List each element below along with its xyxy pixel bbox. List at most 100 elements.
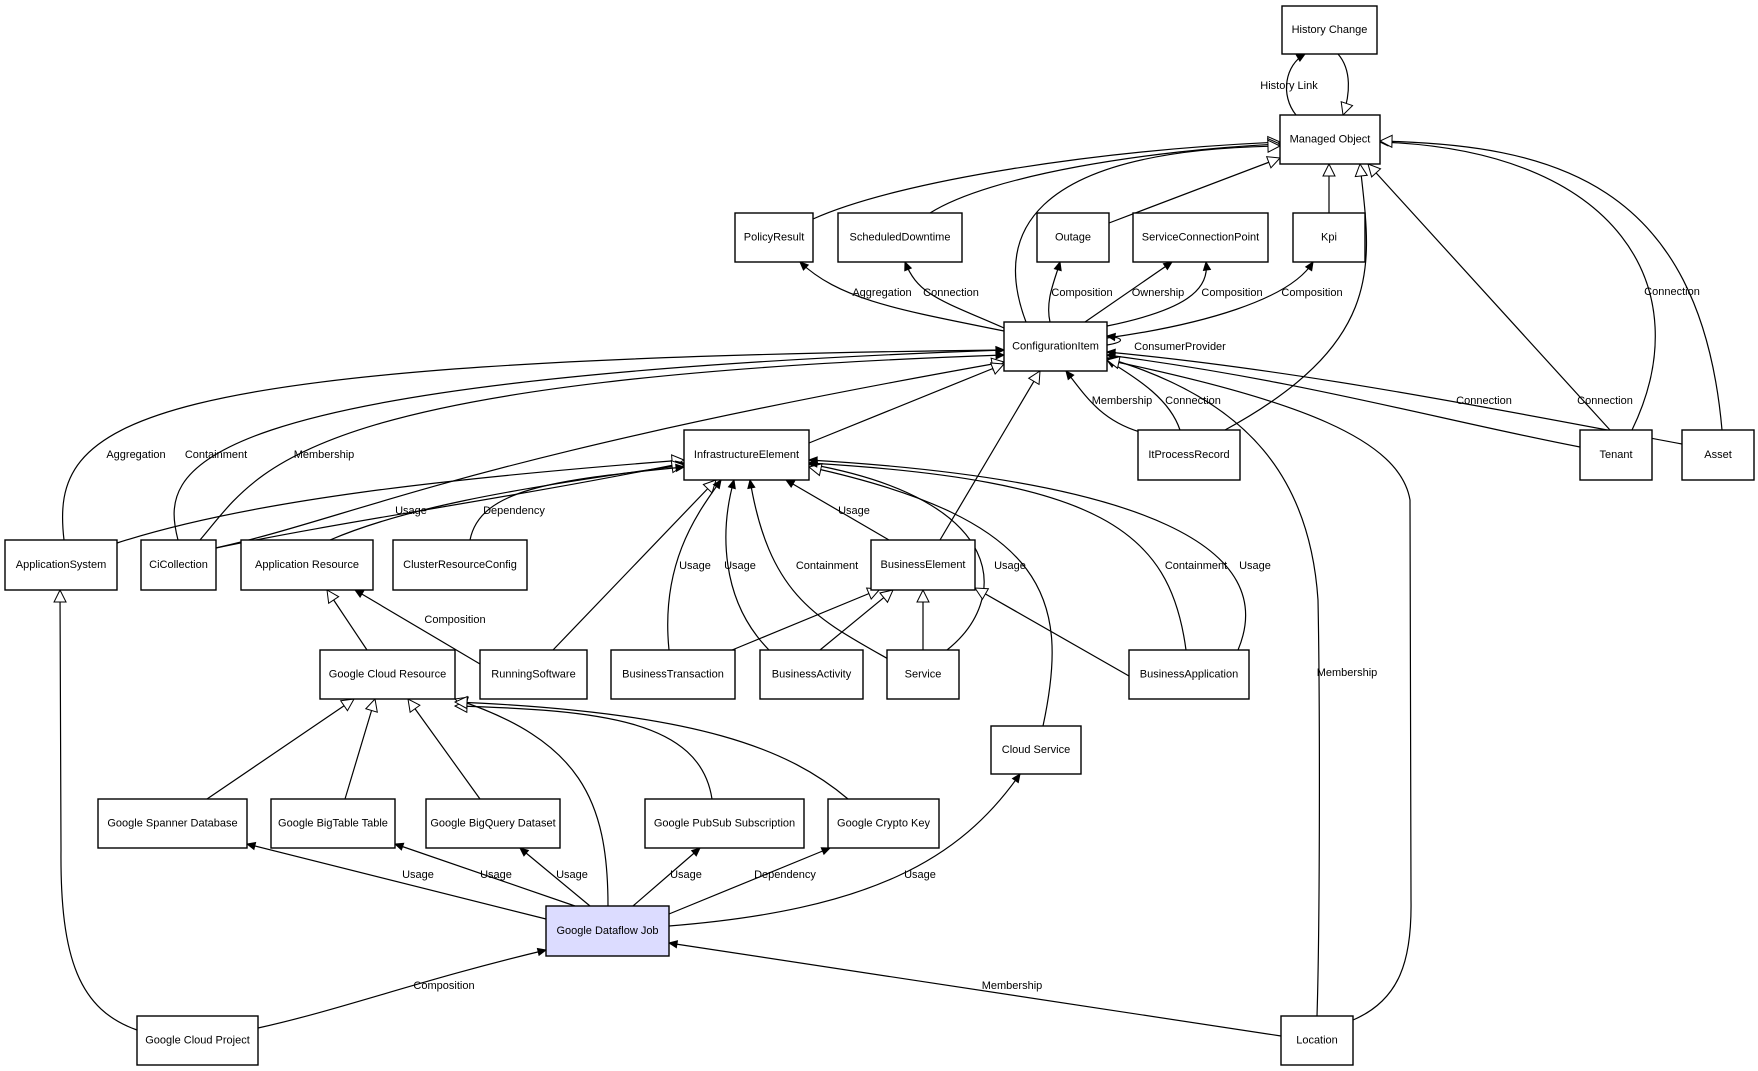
node-running-software[interactable]: RunningSoftware [479, 649, 588, 700]
node-box[interactable] [1137, 429, 1241, 481]
node-history-change[interactable]: History Change [1281, 5, 1378, 55]
node-box[interactable] [97, 798, 248, 849]
node-box[interactable] [425, 798, 561, 849]
association-arrowhead [712, 478, 722, 490]
node-service-connection-point[interactable]: ServiceConnectionPoint [1132, 212, 1269, 263]
node-box[interactable] [140, 539, 217, 591]
association-arrowhead [1162, 261, 1174, 271]
association-arrowhead [995, 346, 1006, 355]
node-box[interactable] [1279, 114, 1381, 165]
edge-line [469, 466, 685, 541]
association-arrowhead [995, 351, 1006, 360]
edge-label: Usage [395, 505, 427, 517]
edge-label: Membership [1317, 667, 1378, 679]
edge-label: Usage [904, 869, 936, 881]
node-google-bigtable-table[interactable]: Google BigTable Table [270, 798, 396, 849]
node-box[interactable] [270, 798, 396, 849]
node-box[interactable] [392, 539, 528, 591]
node-box[interactable] [644, 798, 805, 849]
node-it-process-record[interactable]: ItProcessRecord [1137, 429, 1241, 481]
node-box[interactable] [1681, 429, 1755, 481]
node-box[interactable] [1128, 649, 1250, 700]
edge-label: Connection [1577, 395, 1633, 407]
node-box[interactable] [1036, 212, 1110, 263]
edge-label: Composition [424, 614, 485, 626]
node-location[interactable]: Location [1280, 1015, 1354, 1066]
node-label: ServiceConnectionPoint [1142, 231, 1259, 243]
node-google-cloud-project[interactable]: Google Cloud Project [136, 1015, 259, 1066]
node-box[interactable] [990, 725, 1082, 775]
node-box[interactable] [759, 649, 864, 700]
inheritance-arrowhead [1367, 163, 1382, 178]
edge-google_bigtable_table-to-google_cloud_resource [344, 697, 378, 800]
node-box[interactable] [4, 539, 118, 591]
node-scheduled-downtime[interactable]: ScheduledDowntime [837, 212, 963, 263]
node-box[interactable] [610, 649, 736, 700]
node-google-cloud-resource[interactable]: Google Cloud Resource [319, 649, 456, 700]
node-box[interactable] [837, 212, 963, 263]
node-label: History Change [1292, 24, 1368, 36]
node-box[interactable] [479, 649, 588, 700]
node-label: InfrastructureElement [694, 449, 799, 461]
edge-line [59, 589, 138, 1031]
edge-ci_collection-to-configuration_item: Containment [173, 346, 1006, 541]
node-business-application[interactable]: BusinessApplication [1128, 649, 1250, 700]
node-box[interactable] [827, 798, 940, 849]
node-box[interactable] [1579, 429, 1653, 481]
edge-configuration_item-to-policy_result: Aggregation [799, 261, 1005, 332]
edge-label: Usage [994, 560, 1026, 572]
node-infrastructure-element[interactable]: InfrastructureElement [683, 429, 810, 481]
edge-configuration_item-to-configuration_item: ConsumerProvider [1105, 332, 1226, 353]
edge-scheduled_downtime-to-managed_object [929, 137, 1282, 214]
node-tenant[interactable]: Tenant [1579, 429, 1653, 481]
edge-asset-to-managed_object [1378, 134, 1723, 431]
node-box[interactable] [1292, 212, 1366, 263]
node-box[interactable] [1003, 321, 1108, 372]
edge-google_dataflow_job-to-google_pubsub_subscription: Usage [632, 847, 702, 907]
node-box[interactable] [319, 649, 456, 700]
node-business-element[interactable]: BusinessElement [870, 539, 976, 591]
node-cloud-service[interactable]: Cloud Service [990, 725, 1082, 775]
node-kpi[interactable]: Kpi [1292, 212, 1366, 263]
node-box[interactable] [886, 649, 960, 700]
node-box[interactable] [734, 212, 814, 263]
node-box[interactable] [240, 539, 374, 591]
association-arrowhead [245, 841, 257, 851]
node-policy-result[interactable]: PolicyResult [734, 212, 814, 263]
association-arrowhead [675, 463, 686, 473]
node-label: Google Crypto Key [837, 817, 930, 829]
node-box[interactable] [136, 1015, 259, 1066]
node-box[interactable] [1281, 5, 1378, 55]
node-box[interactable] [683, 429, 810, 481]
node-box[interactable] [870, 539, 976, 591]
node-business-activity[interactable]: BusinessActivity [759, 649, 864, 700]
association-arrowhead [1065, 370, 1075, 381]
edge-line [808, 466, 1053, 727]
edge-kpi-to-managed_object [1322, 162, 1336, 213]
node-managed-object[interactable]: Managed Object [1279, 114, 1381, 165]
node-outage[interactable]: Outage [1036, 212, 1110, 263]
node-configuration-item[interactable]: ConfigurationItem [1003, 321, 1108, 372]
edge-label: Dependency [483, 505, 545, 517]
edge-google_cloud_project-to-application_system [53, 588, 138, 1031]
inheritance-arrowhead [1027, 370, 1041, 386]
node-box[interactable] [1132, 212, 1269, 263]
node-google-pubsub-subscription[interactable]: Google PubSub Subscription [644, 798, 805, 849]
node-cluster-resource-config[interactable]: ClusterResourceConfig [392, 539, 528, 591]
node-google-crypto-key[interactable]: Google Crypto Key [827, 798, 940, 849]
node-box[interactable] [1280, 1015, 1354, 1066]
node-google-spanner-database[interactable]: Google Spanner Database [97, 798, 248, 849]
node-label: Cloud Service [1002, 744, 1070, 756]
node-ci-collection[interactable]: CiCollection [140, 539, 217, 591]
node-service[interactable]: Service [886, 649, 960, 700]
node-google-dataflow-job[interactable]: Google Dataflow Job [545, 905, 670, 957]
inheritance-arrowhead [974, 587, 990, 601]
edge-google_dataflow_job-to-google_bigquery_dataset: Usage [519, 847, 591, 907]
node-application-system[interactable]: ApplicationSystem [4, 539, 118, 591]
node-box[interactable] [545, 905, 670, 957]
node-asset[interactable]: Asset [1681, 429, 1755, 481]
edge-business_application-to-business_element [974, 587, 1130, 677]
node-application-resource[interactable]: Application Resource [240, 539, 374, 591]
node-business-transaction[interactable]: BusinessTransaction [610, 649, 736, 700]
node-google-bigquery-dataset[interactable]: Google BigQuery Dataset [425, 798, 561, 849]
